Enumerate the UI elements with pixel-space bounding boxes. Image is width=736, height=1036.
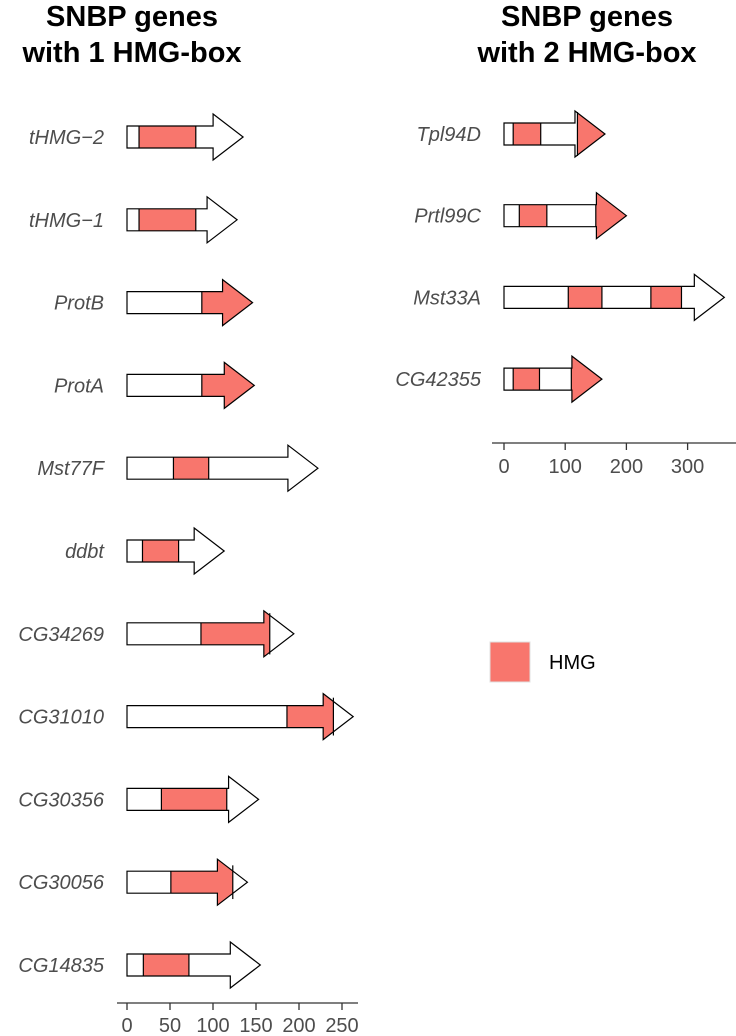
panel-2-title-line-2: with 2 HMG-box (476, 37, 696, 69)
gene-label: Tpl94D (417, 124, 481, 146)
gene-row: Prtl99C (414, 191, 628, 240)
gene-label: ddbt (65, 541, 105, 563)
gene-body (127, 279, 253, 326)
gene-body (127, 942, 261, 988)
gene-row: ProtB (54, 278, 254, 327)
gene-row: CG34269 (18, 609, 295, 659)
gene-outline (126, 443, 319, 493)
gene-row: Mst33A (413, 273, 726, 322)
hmg-domain (143, 942, 189, 988)
gene-row: ddbt (65, 526, 226, 576)
gene-label: ProtA (54, 375, 104, 397)
gene-outline (126, 940, 262, 990)
hmg-domain (173, 445, 209, 492)
gene-outline (126, 526, 226, 576)
gene-label: CG31010 (18, 707, 104, 729)
gene-outline (503, 354, 603, 404)
gene-body (127, 693, 354, 740)
gene-row: CG31010 (18, 692, 355, 741)
hmg-domain (139, 196, 196, 243)
gene-label: CG30356 (18, 789, 104, 811)
panel-2-x-axis: 0 100 200 300 (492, 442, 736, 478)
gene-label: CG14835 (18, 955, 104, 977)
legend-hmg-swatch (489, 641, 531, 683)
gene-body (504, 274, 725, 321)
gene-body (504, 192, 627, 239)
tick-label: 300 (671, 456, 704, 478)
tick-label: 200 (610, 456, 643, 478)
gene-outline (503, 109, 606, 159)
legend: HMG (489, 641, 596, 683)
gene-row: CG42355 (395, 354, 603, 404)
gene-label: CG34269 (18, 624, 104, 646)
panel-2-title-line-1: SNBP genes (501, 1, 673, 33)
gene-outline (126, 609, 295, 659)
hmg-domain (568, 274, 602, 321)
hmg-domain (200, 610, 270, 657)
gene-outline (126, 775, 260, 824)
gene-body (127, 445, 318, 492)
tick-label: 50 (159, 1015, 181, 1036)
hmg-domain (170, 859, 233, 906)
gene-body (127, 362, 255, 409)
gene-outline (126, 361, 256, 410)
tick-label: 0 (121, 1015, 132, 1036)
tick-label: 250 (325, 1015, 358, 1036)
tick-label: 0 (498, 456, 509, 478)
gene-row: tHMG−1 (29, 195, 239, 245)
gene-label: CG30056 (18, 872, 104, 894)
gene-label: tHMG−1 (29, 210, 104, 232)
hmg-domain (201, 362, 255, 409)
panel-1-hmg-box: SNBP genes with 1 HMG-box tHMG−2 tHMG−1Pr… (18, 1, 358, 1036)
tick-label: 100 (196, 1015, 229, 1036)
panel-2-hmg-box: SNBP genes with 2 HMG-box Tpl94D Prtl99C M… (395, 1, 736, 478)
gene-label: Prtl99C (414, 206, 481, 228)
hmg-domain (513, 356, 540, 403)
tick-label: 100 (549, 456, 582, 478)
gene-outline (126, 278, 254, 327)
hmg-domain (161, 776, 227, 823)
gene-row: CG14835 (18, 940, 262, 990)
gene-row: Tpl94D (417, 109, 606, 159)
gene-row: CG30056 (18, 857, 249, 907)
hmg-domain (286, 693, 334, 740)
gene-outline (126, 195, 239, 245)
hmg-domain (513, 111, 541, 157)
gene-label: Mst77F (37, 458, 105, 480)
gene-label: Mst33A (413, 287, 481, 309)
tick-label: 150 (239, 1015, 272, 1036)
panel-1-title-line-2: with 1 HMG-box (21, 37, 241, 69)
gene-outline (503, 273, 726, 322)
gene-row: CG30356 (18, 775, 260, 824)
hmg-domain (571, 356, 602, 403)
hmg-domain (595, 192, 627, 239)
panel-1-title-line-1: SNBP genes (46, 1, 218, 33)
panel-1-x-axis: 0 50 100 150 200 250 (117, 1002, 359, 1036)
gene-label: CG42355 (395, 369, 481, 391)
hmg-domain (519, 192, 547, 239)
panel-2-genes: Tpl94D Prtl99C Mst33A CG42355 (395, 109, 726, 404)
gene-outline (503, 191, 628, 240)
gene-outline (126, 857, 249, 907)
gene-label: ProtB (54, 293, 104, 315)
hmg-domain (139, 114, 196, 160)
gene-label: tHMG−2 (29, 127, 104, 149)
gene-outline (126, 692, 355, 741)
gene-outline (126, 112, 245, 162)
tick-label: 200 (282, 1015, 315, 1036)
hmg-domain (650, 274, 682, 321)
hmg-domain (201, 279, 253, 326)
gene-row: ProtA (54, 361, 256, 410)
legend-hmg-label: HMG (549, 652, 596, 674)
gene-row: Mst77F (37, 443, 319, 493)
gene-row: tHMG−2 (29, 112, 245, 162)
hmg-domain (142, 528, 179, 574)
